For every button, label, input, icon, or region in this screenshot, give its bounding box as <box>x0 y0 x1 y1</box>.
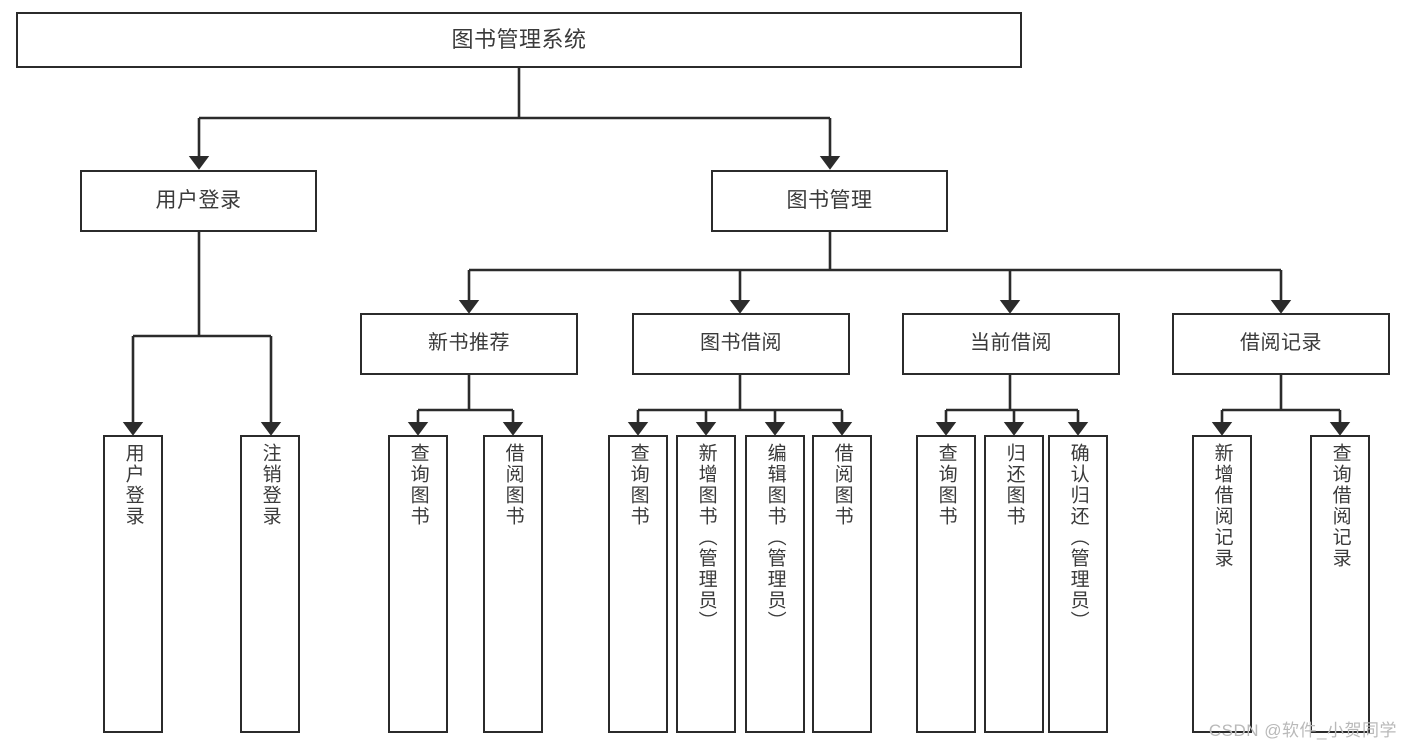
node-leaf-edit-book[interactable]: 编辑图书（管理员） <box>745 435 805 733</box>
node-current-borrow-label: 当前借阅 <box>970 332 1052 355</box>
node-leaf-query-book-3[interactable]: 查询图书 <box>916 435 976 733</box>
node-leaf-logout[interactable]: 注销登录 <box>240 435 300 733</box>
node-book-manage[interactable]: 图书管理 <box>711 170 948 232</box>
node-new-book-rec-label: 新书推荐 <box>428 332 510 355</box>
node-borrow-record[interactable]: 借阅记录 <box>1172 313 1390 375</box>
node-leaf-query-book-1[interactable]: 查询图书 <box>388 435 448 733</box>
node-new-book-rec[interactable]: 新书推荐 <box>360 313 578 375</box>
node-leaf-borrow-book-2-label: 借阅图书 <box>831 443 853 527</box>
node-user-login[interactable]: 用户登录 <box>80 170 317 232</box>
node-root[interactable]: 图书管理系统 <box>16 12 1022 68</box>
node-book-manage-label: 图书管理 <box>786 188 873 212</box>
node-leaf-logout-label: 注销登录 <box>259 443 281 527</box>
node-leaf-edit-book-label: 编辑图书（管理员） <box>764 443 786 632</box>
node-current-borrow[interactable]: 当前借阅 <box>902 313 1120 375</box>
node-leaf-add-book-label: 新增图书（管理员） <box>695 443 717 632</box>
node-leaf-query-book-2-label: 查询图书 <box>627 443 649 527</box>
node-leaf-query-record[interactable]: 查询借阅记录 <box>1310 435 1370 733</box>
node-leaf-add-book[interactable]: 新增图书（管理员） <box>676 435 736 733</box>
node-borrow-record-label: 借阅记录 <box>1240 332 1322 355</box>
node-leaf-add-record-label: 新增借阅记录 <box>1211 443 1233 569</box>
node-user-login-label: 用户登录 <box>155 188 242 212</box>
node-book-borrow[interactable]: 图书借阅 <box>632 313 850 375</box>
node-leaf-query-book-1-label: 查询图书 <box>407 443 429 527</box>
node-leaf-return-book-label: 归还图书 <box>1003 443 1025 527</box>
node-leaf-query-book-3-label: 查询图书 <box>935 443 957 527</box>
node-book-borrow-label: 图书借阅 <box>700 332 782 355</box>
node-leaf-add-record[interactable]: 新增借阅记录 <box>1192 435 1252 733</box>
node-leaf-user-login[interactable]: 用户登录 <box>103 435 163 733</box>
watermark: CSDN @软件_小贺同学 <box>1208 721 1397 740</box>
node-leaf-user-login-label: 用户登录 <box>122 443 144 527</box>
node-leaf-borrow-book-1[interactable]: 借阅图书 <box>483 435 543 733</box>
node-leaf-borrow-book-2[interactable]: 借阅图书 <box>812 435 872 733</box>
node-leaf-confirm-return[interactable]: 确认归还（管理员） <box>1048 435 1108 733</box>
node-leaf-confirm-return-label: 确认归还（管理员） <box>1067 443 1089 632</box>
node-leaf-return-book[interactable]: 归还图书 <box>984 435 1044 733</box>
node-leaf-query-book-2[interactable]: 查询图书 <box>608 435 668 733</box>
node-leaf-query-record-label: 查询借阅记录 <box>1329 443 1351 569</box>
node-root-label: 图书管理系统 <box>451 27 587 53</box>
node-leaf-borrow-book-1-label: 借阅图书 <box>502 443 524 527</box>
